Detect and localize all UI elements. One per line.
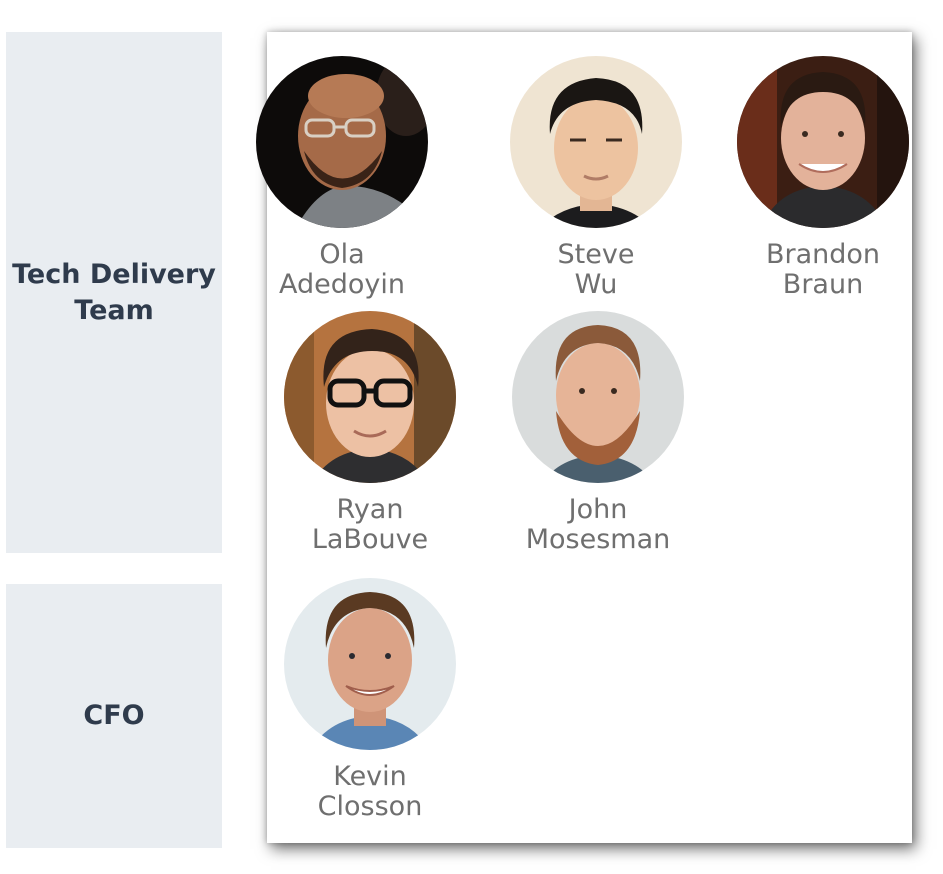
person-name: Steve Wu — [496, 240, 696, 300]
person-name: Kevin Closson — [270, 762, 470, 822]
avatar — [512, 311, 684, 483]
person-first-name: Steve — [557, 239, 635, 270]
avatar — [284, 311, 456, 483]
avatar — [510, 56, 682, 228]
person-name: Ola Adedoyin — [242, 240, 442, 300]
person-photo-icon — [284, 311, 456, 483]
person-last-name: Wu — [574, 269, 618, 300]
person-photo-icon — [512, 311, 684, 483]
section-label-text: CFO — [83, 700, 145, 731]
avatar — [737, 56, 909, 228]
person-card-kevin-closson: Kevin Closson — [270, 578, 470, 822]
person-first-name: John — [568, 494, 628, 525]
person-photo-icon — [284, 578, 456, 750]
person-name: Brandon Braun — [723, 240, 923, 300]
person-card-john-mosesman: John Mosesman — [498, 311, 698, 555]
person-card-ola-adedoyin: Ola Adedoyin — [242, 56, 442, 300]
person-photo-icon — [737, 56, 909, 228]
person-first-name: Ola — [319, 239, 365, 270]
person-photo-icon — [256, 56, 428, 228]
person-last-name: Closson — [317, 791, 423, 822]
section-label-tech-delivery-team: Tech Delivery Team — [6, 32, 222, 553]
person-photo-icon — [510, 56, 682, 228]
section-label-cfo: CFO — [6, 584, 222, 848]
person-last-name: Braun — [782, 269, 864, 300]
person-last-name: LaBouve — [311, 524, 429, 555]
person-name: John Mosesman — [498, 495, 698, 555]
person-card-steve-wu: Steve Wu — [496, 56, 696, 300]
section-label-text: Tech Delivery Team — [12, 258, 216, 326]
person-card-brandon-braun: Brandon Braun — [723, 56, 923, 300]
person-first-name: Kevin — [333, 761, 407, 792]
person-first-name: Brandon — [765, 239, 881, 270]
avatar — [284, 578, 456, 750]
person-card-ryan-labouve: Ryan LaBouve — [270, 311, 470, 555]
avatar — [256, 56, 428, 228]
person-last-name: Mosesman — [525, 524, 671, 555]
person-name: Ryan LaBouve — [270, 495, 470, 555]
team-panel: Ola Adedoyin Steve Wu — [256, 32, 912, 843]
person-first-name: Ryan — [336, 494, 404, 525]
person-last-name: Adedoyin — [279, 269, 405, 300]
